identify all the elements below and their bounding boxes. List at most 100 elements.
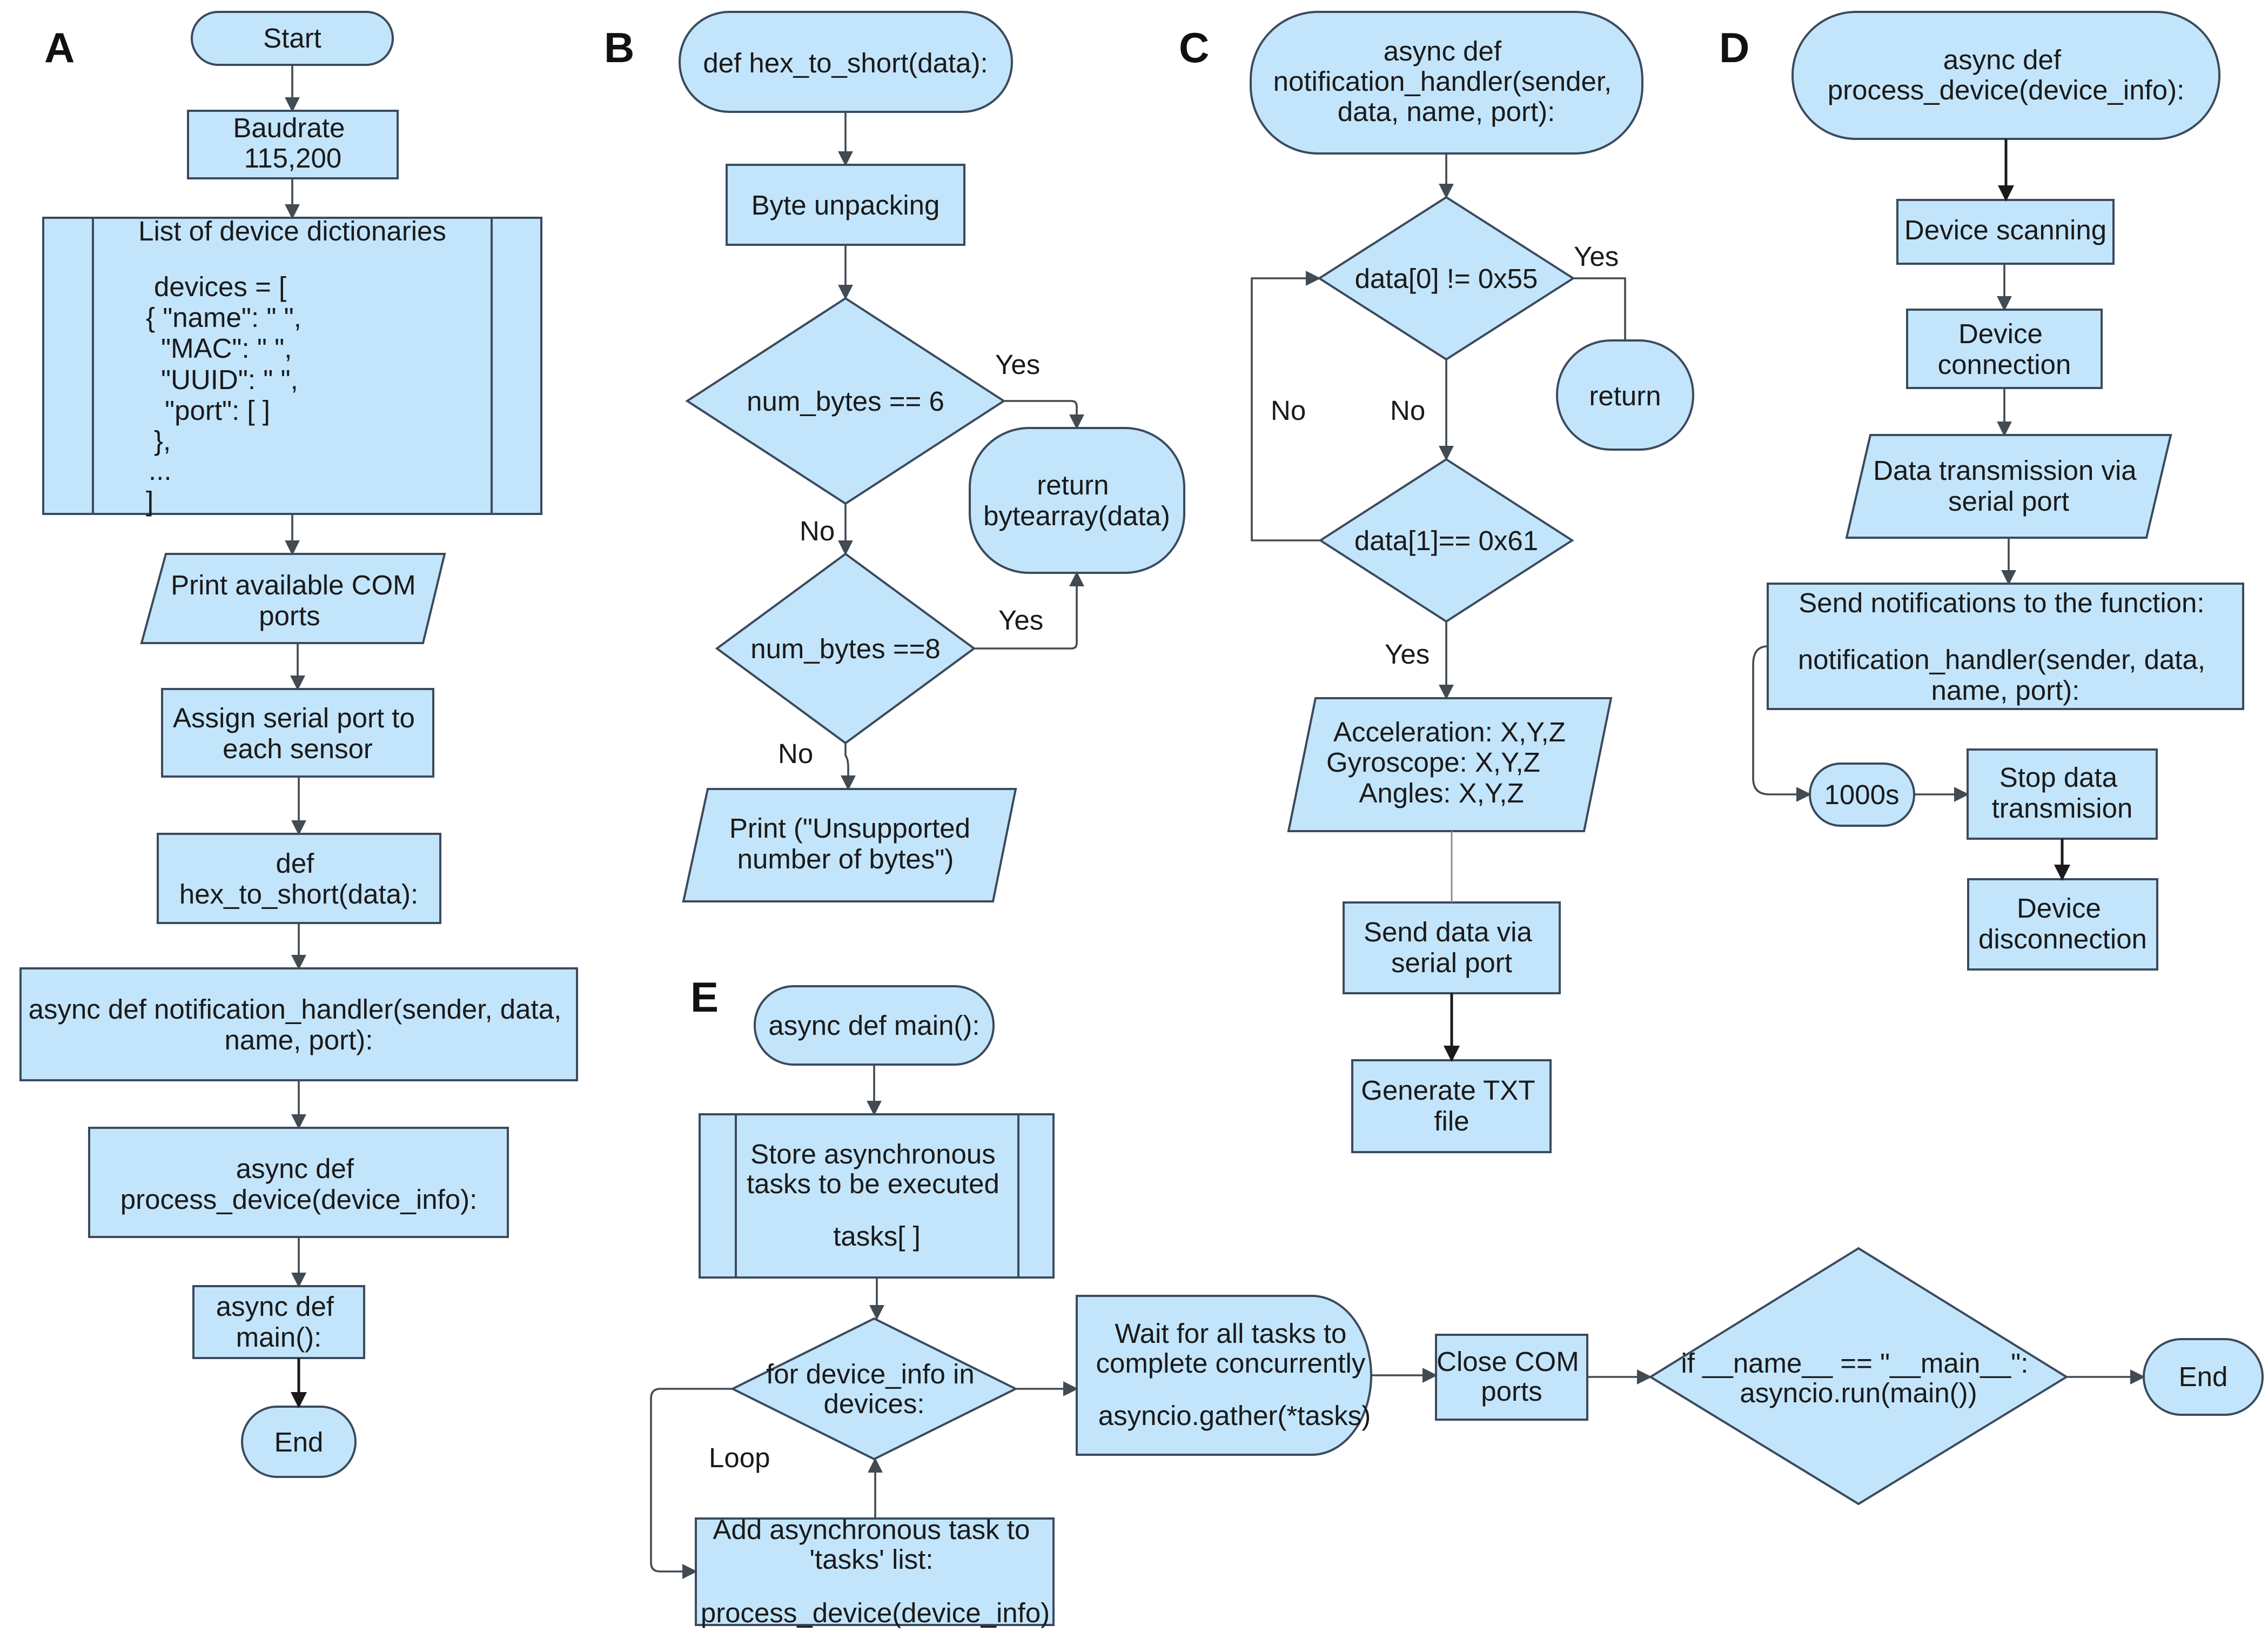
a-connectors — [285, 65, 307, 1408]
panel-a: A Start Baudrate 115,200 List of device … — [19, 11, 578, 1478]
d-notify-box: Send notifications to the function: noti… — [1767, 583, 2244, 710]
c-start-terminal: async def notification_handler(sender, d… — [1250, 11, 1643, 155]
d-start-terminal: async def process_device(device_info): — [1791, 11, 2220, 140]
e-loop-diamond: for device_info in devices: — [730, 1317, 1018, 1461]
e-close-ports-text: Close COM ports — [1437, 1346, 1587, 1407]
b-byte-unpacking-box: Byte unpacking — [726, 164, 965, 246]
a-print-ports-text: Print available COM ports — [171, 570, 424, 631]
d-connection-box: Device connection — [1906, 309, 2103, 389]
e-if-main-diamond: if __name__ == "__main__": asyncio.run(m… — [1648, 1247, 2069, 1506]
a-assign-port-box: Assign serial port to each sensor — [161, 688, 434, 778]
b-no-label-1: No — [800, 516, 835, 546]
d-disconnect-text: Device disconnection — [1978, 893, 2147, 954]
c-send-data-text: Send data via serial port — [1364, 917, 1540, 978]
c-cond1-text: data[0] != 0x55 — [1355, 263, 1538, 294]
b-cond6-diamond: num_bytes == 6 — [685, 297, 1006, 505]
a-device-list-title: List of device dictionaries — [138, 216, 446, 246]
panel-c: C async def notification_handler(sender,… — [1179, 11, 1694, 1153]
b-cond8-diamond: num_bytes ==8 — [715, 552, 976, 745]
c-generate-txt-box: Generate TXT file — [1351, 1059, 1552, 1153]
a-print-ports-box: Print available COM ports — [140, 553, 446, 644]
e-store-text: Store asynchronous tasks to be executed … — [747, 1139, 1007, 1252]
e-if-main-text: if __name__ == "__main__": asyncio.run(m… — [1681, 1348, 2036, 1408]
a-process-device-box: async def process_device(device_info): — [88, 1127, 509, 1238]
d-scanning-box: Device scanning — [1896, 199, 2115, 265]
e-loop-text: for device_info in devices: — [766, 1359, 982, 1419]
a-notification-handler-box: async def notification_handler(sender, d… — [19, 967, 578, 1081]
a-baudrate-text: Baudrate 115,200 — [233, 112, 352, 173]
a-process-device-text: async def process_device(device_info): — [120, 1153, 478, 1215]
panel-c-label: C — [1179, 24, 1209, 71]
c-output-text: Acceleration: X,Y,Z Gyroscope: X,Y,Z Ang… — [1326, 717, 1573, 808]
d-notify-text: Send notifications to the function: noti… — [1798, 587, 2213, 706]
panel-e: E async def main(): Store asynchronous t… — [650, 973, 2264, 1628]
b-byte-unpacking-text: Byte unpacking — [751, 190, 940, 220]
a-start-terminal: Start — [191, 11, 394, 66]
e-wait-delay-box: Wait for all tasks to complete concurren… — [1076, 1295, 1373, 1456]
a-notification-handler-text: async def notification_handler(sender, d… — [29, 994, 569, 1055]
b-unsupported-box: Print ("Unsupported number of bytes") — [682, 788, 1017, 902]
c-yes-label-2: Yes — [1385, 639, 1430, 670]
e-end-terminal: End — [2143, 1338, 2264, 1416]
b-connectors — [838, 112, 1084, 791]
a-end-terminal: End — [241, 1406, 357, 1478]
d-disconnect-box: Device disconnection — [1967, 878, 2158, 971]
c-no-label-loop: No — [1271, 395, 1306, 426]
e-add-task-text: Add asynchronous task to 'tasks' list: p… — [701, 1514, 1050, 1628]
panel-b-label: B — [604, 24, 634, 71]
e-wait-text: Wait for all tasks to complete concurren… — [1096, 1318, 1373, 1431]
c-yes-label-1: Yes — [1574, 241, 1619, 272]
panel-e-label: E — [690, 973, 719, 1021]
e-start-terminal: async def main(): — [754, 985, 995, 1066]
d-start-text: async def process_device(device_info): — [1828, 44, 2185, 105]
a-hex-to-short-box: def hex_to_short(data): — [157, 833, 441, 924]
b-no-label-2: No — [778, 738, 813, 769]
a-baudrate-box: Baudrate 115,200 — [187, 110, 399, 179]
a-main-text: async def main(): — [216, 1291, 341, 1353]
d-transmission-text: Data transmission via serial port — [1873, 455, 2144, 517]
b-start-text: def hex_to_short(data): — [703, 48, 988, 78]
e-end-text: End — [2179, 1361, 2228, 1392]
b-return-terminal: return bytearray(data) — [969, 427, 1185, 574]
b-yes-label-2: Yes — [998, 605, 1043, 636]
a-assign-port-text: Assign serial port to each sensor — [173, 703, 422, 764]
a-main-box: async def main(): — [192, 1285, 365, 1359]
c-return-terminal: return — [1556, 339, 1694, 451]
d-connection-text: Device connection — [1938, 318, 2071, 380]
panel-d: D async def process_device(device_info):… — [1719, 11, 2244, 971]
d-delay-terminal: 1000s — [1809, 763, 1915, 827]
d-stop-box: Stop data transmision — [1967, 748, 2158, 840]
c-cond2-text: data[1]== 0x61 — [1354, 525, 1538, 556]
b-cond6-text: num_bytes == 6 — [747, 386, 944, 417]
panel-d-label: D — [1719, 24, 1749, 71]
c-generate-txt-text: Generate TXT file — [1361, 1075, 1542, 1136]
d-stop-text: Stop data transmision — [1992, 762, 2133, 824]
a-device-list-code: devices = [ { "name": " ", "MAC": " ", "… — [146, 271, 309, 517]
b-cond8-text: num_bytes ==8 — [750, 633, 941, 664]
c-send-data-box: Send data via serial port — [1343, 901, 1561, 994]
e-loop-label: Loop — [709, 1442, 770, 1473]
b-start-terminal: def hex_to_short(data): — [679, 11, 1013, 113]
c-no-label-down: No — [1390, 395, 1425, 426]
panel-a-label: A — [44, 24, 75, 71]
e-close-ports-box: Close COM ports — [1435, 1334, 1588, 1421]
e-start-text: async def main(): — [768, 1010, 979, 1041]
b-unsupported-text: Print ("Unsupported number of bytes") — [729, 813, 978, 874]
c-connectors — [1251, 153, 1626, 1062]
b-yes-label-1: Yes — [995, 349, 1040, 380]
d-delay-text: 1000s — [1824, 779, 1900, 810]
e-add-task-box: Add asynchronous task to 'tasks' list: p… — [695, 1514, 1055, 1628]
c-cond2-diamond: data[1]== 0x61 — [1318, 458, 1574, 623]
e-store-box: Store asynchronous tasks to be executed … — [699, 1113, 1055, 1279]
c-start-text: async def notification_handler(sender, d… — [1273, 36, 1620, 127]
a-device-list-box: List of device dictionaries devices = [ … — [42, 216, 542, 517]
c-return-text: return — [1589, 380, 1661, 411]
d-scanning-text: Device scanning — [1904, 215, 2106, 245]
d-transmission-box: Data transmission via serial port — [1845, 434, 2172, 539]
b-return-text: return bytearray(data) — [983, 470, 1170, 531]
d-connectors — [1752, 139, 2070, 881]
panel-b: B def hex_to_short(data): Byte unpacking… — [604, 11, 1185, 902]
a-end-text: End — [274, 1427, 324, 1457]
e-connectors — [650, 1065, 2145, 1579]
